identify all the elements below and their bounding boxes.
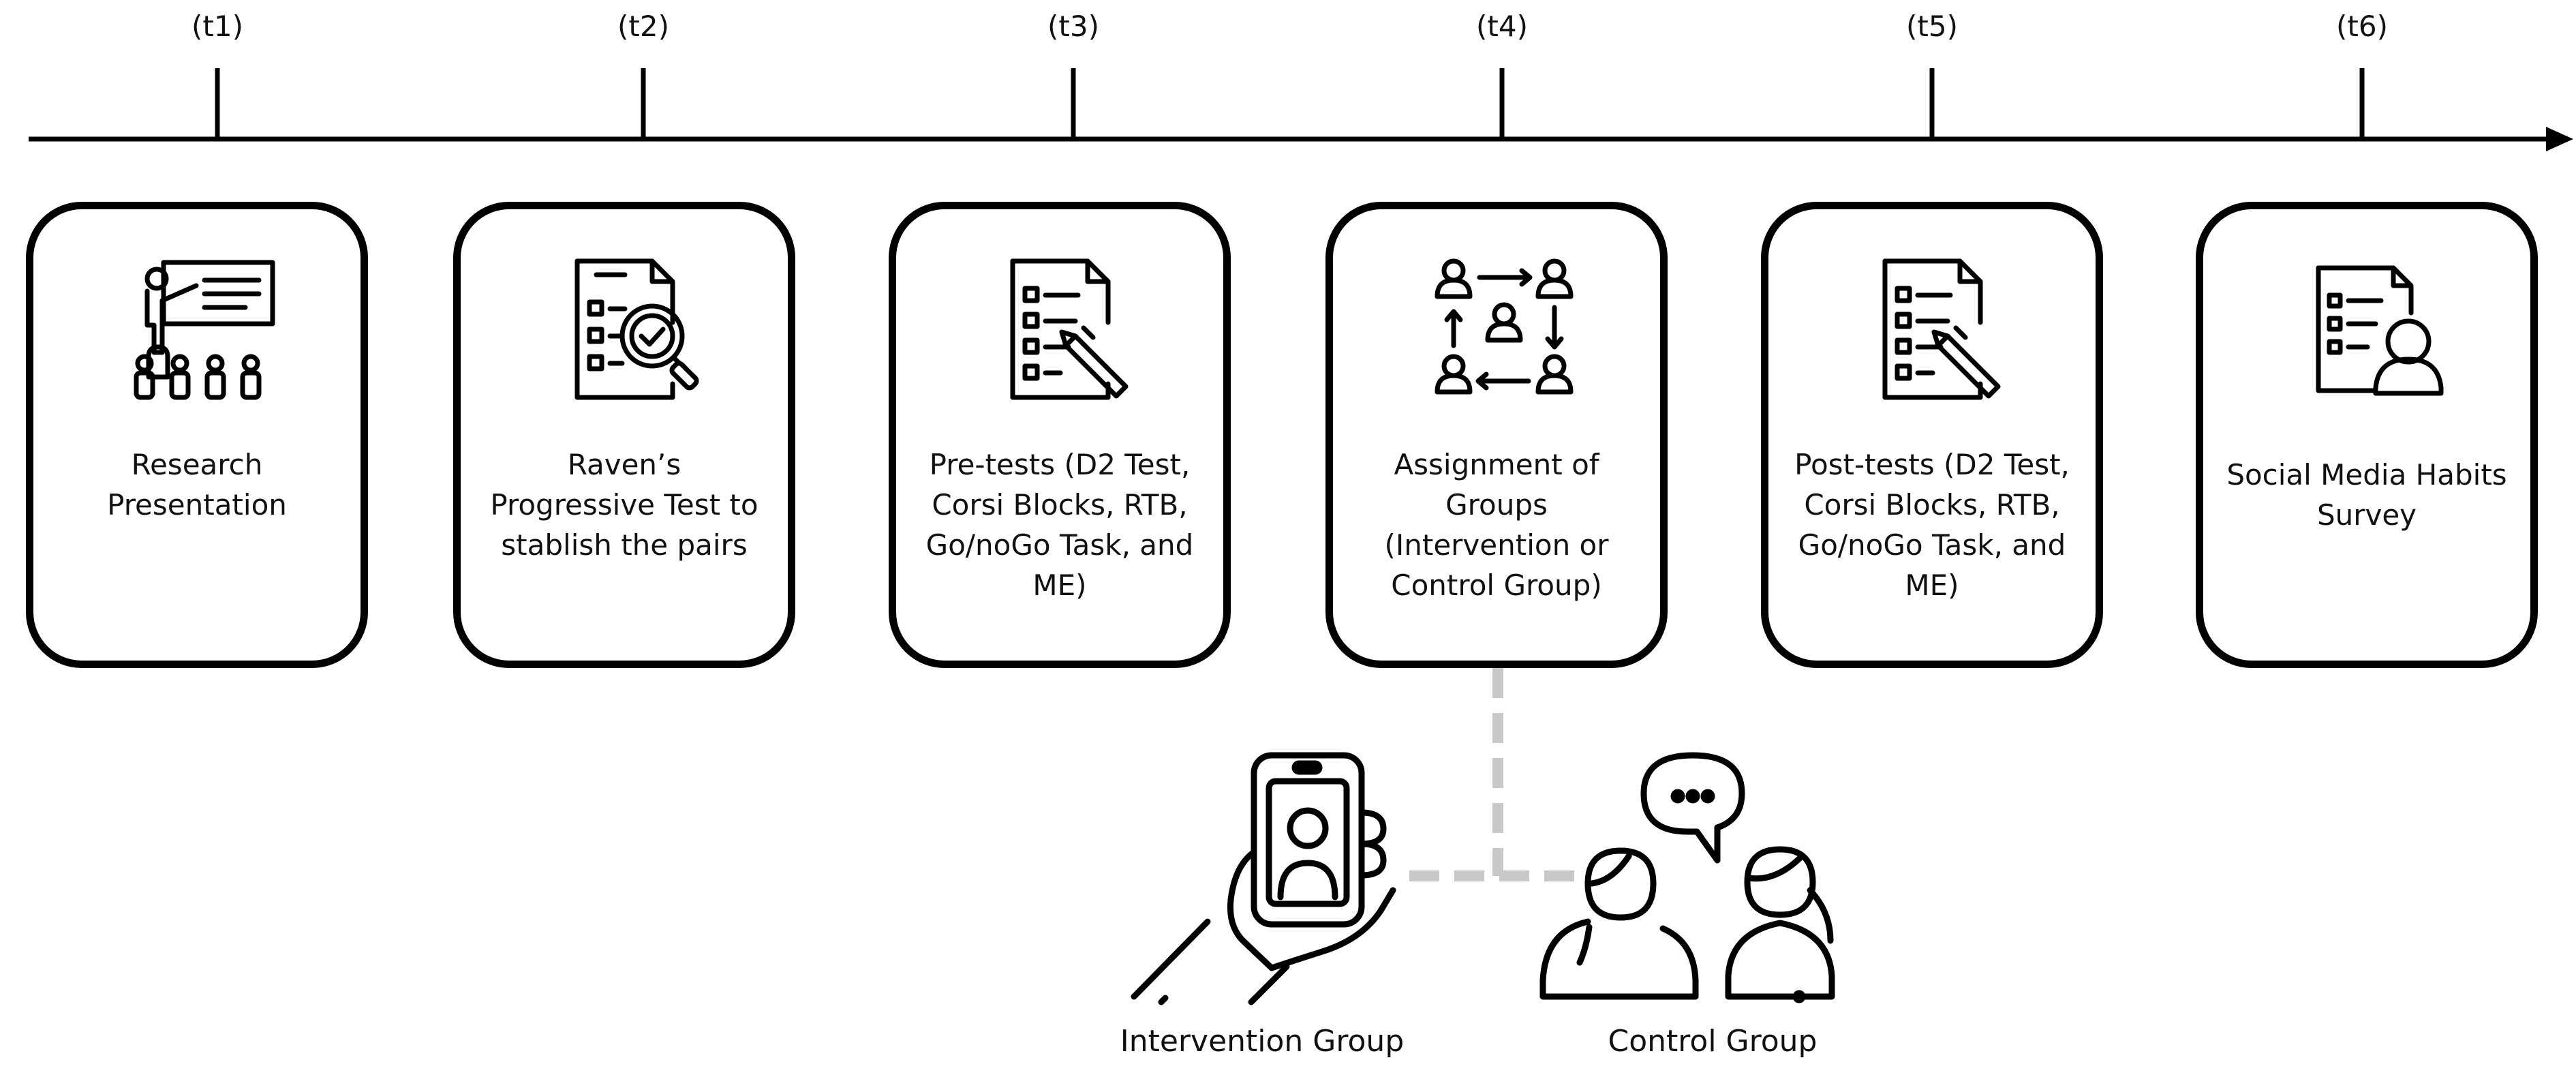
timeline-label-t4: (t4) (1476, 10, 1528, 43)
document-search-check-icon (574, 258, 699, 400)
step-text: Post-tests (D2 Test, Corsi Blocks, RTB, … (1794, 448, 2070, 602)
timeline-label-t2: (t2) (617, 10, 669, 43)
step-card-ravens-test: Raven’s Progressive Test to stablish the… (453, 202, 795, 668)
presentation-icon (134, 260, 275, 400)
step-text: Research Presentation (107, 448, 287, 521)
survey-person-icon (2316, 265, 2444, 396)
timeline-label-t6: (t6) (2336, 10, 2388, 43)
hand-phone-video-icon (1131, 752, 1396, 1005)
step-card-social-media-survey: Social Media Habits Survey (2196, 202, 2538, 668)
group-assignment-icon (1435, 258, 1574, 395)
control-group-label: Control Group (1608, 1024, 1818, 1059)
document-pencil-icon (1010, 258, 1129, 400)
step-card-group-assignment: Assignment of Groups (Intervention or Co… (1325, 202, 1668, 668)
step-card-post-tests: Post-tests (D2 Test, Corsi Blocks, RTB, … (1761, 202, 2103, 668)
step-card-research-presentation: Research Presentation (26, 202, 368, 668)
timeline-arrowhead (2546, 127, 2573, 151)
step-text: Raven’s Progressive Test to stablish the… (490, 448, 758, 562)
timeline-label-t3: (t3) (1047, 10, 1099, 43)
step-text: Social Media Habits Survey (2226, 458, 2507, 532)
intervention-group-label: Intervention Group (1120, 1024, 1405, 1059)
document-pencil-icon (1882, 258, 2001, 400)
step-card-pre-tests: Pre-tests (D2 Test, Corsi Blocks, RTB, G… (889, 202, 1231, 668)
step-text: Assignment of Groups (Intervention or Co… (1384, 448, 1609, 602)
timeline-label-t1: (t1) (191, 10, 243, 43)
step-text: Pre-tests (D2 Test, Corsi Blocks, RTB, G… (925, 448, 1194, 602)
two-people-chat-icon (1539, 752, 1835, 1003)
timeline-label-t5: (t5) (1906, 10, 1958, 43)
